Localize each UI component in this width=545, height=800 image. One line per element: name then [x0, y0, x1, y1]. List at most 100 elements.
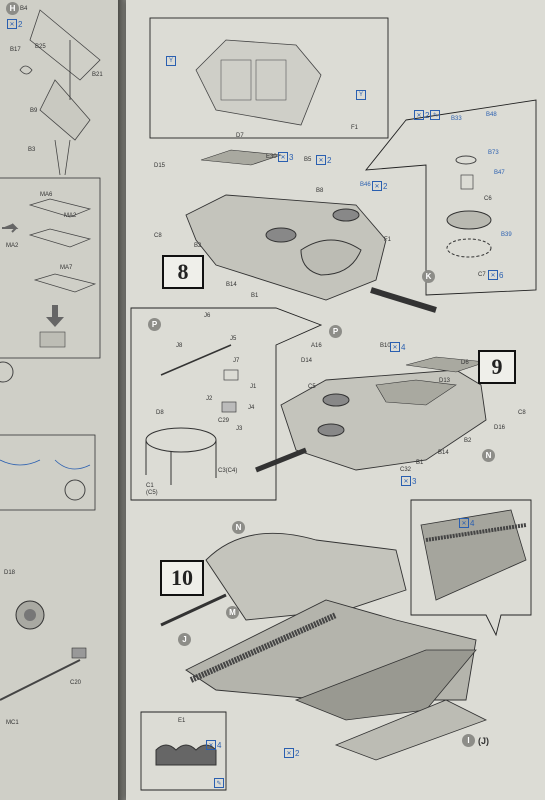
part-label: F1 — [384, 237, 392, 243]
step-9-marker-n: N — [482, 449, 495, 462]
part-label: C7 — [478, 272, 486, 278]
qty-icon: ✕ — [414, 110, 424, 120]
part-label: C6 — [484, 196, 492, 202]
part-label: B10 — [380, 343, 391, 349]
part-label: MC1 — [6, 720, 19, 726]
step-9-marker-p: P — [329, 325, 342, 338]
qty-icon: ✕ — [401, 476, 411, 486]
part-label: MA2 — [64, 213, 77, 219]
c7-qty: ✕6 — [488, 270, 503, 280]
step-8-number: 8 — [162, 255, 204, 289]
detail-p-marker: P — [148, 318, 161, 331]
part-label: B1 — [251, 293, 259, 299]
detail-right-qty: ✕2✎ — [414, 110, 441, 120]
part-label: J7 — [233, 358, 240, 364]
part-label: B8 — [316, 188, 324, 194]
qty-icon: ✕ — [316, 155, 326, 165]
qty-icon: ✕ — [284, 748, 294, 758]
qty-icon: ✕ — [372, 181, 382, 191]
part-label: C29 — [218, 418, 230, 424]
b5-qty: ✕2 — [316, 155, 331, 165]
part-label: J3 — [236, 426, 243, 432]
bottom-qty: ✕2 — [284, 748, 299, 758]
part-label: D14 — [301, 358, 313, 364]
assembly-drawings — [130, 17, 537, 791]
step-k-marker: K — [422, 270, 435, 283]
part-label: D8 — [156, 410, 164, 416]
part-label: B2 — [194, 243, 202, 249]
part-label: B14 — [438, 450, 449, 456]
part-label: C3(C4) — [218, 468, 238, 474]
part-label: MA7 — [60, 265, 73, 271]
part-label: B14 — [226, 282, 237, 288]
part-label: B4 — [20, 6, 28, 12]
part-label: J6 — [204, 313, 211, 319]
right-page: Y Y F1 ✕2✎ B33 B48 B73 B47 C6 B39 C7 ✕6 … — [126, 0, 545, 800]
part-label: B5 — [304, 157, 312, 163]
part-label: B9 — [30, 108, 38, 114]
part-label: C5 — [308, 384, 316, 390]
part-label: D15 — [154, 163, 166, 169]
left-page: H ✕2 B4 B17 B25 B21 B9 B3 MA6 MA2 MA2 MA… — [0, 0, 118, 800]
step-10-marker-m: M — [226, 606, 239, 619]
qty-icon: ✕ — [390, 342, 400, 352]
marker-y-right: Y — [356, 90, 366, 100]
pencil-icon: ✎ — [214, 778, 224, 788]
qty-icon: ✕ — [278, 152, 288, 162]
part-label: D13 — [439, 378, 451, 384]
part-label: D6 — [461, 360, 469, 366]
part-label: D18 — [4, 570, 16, 576]
part-label: J5 — [230, 336, 237, 342]
part-label: A16 — [311, 343, 322, 349]
part-label: C32 — [400, 467, 412, 473]
e1-qty: ✕4 — [206, 740, 221, 750]
part-label: D16 — [494, 425, 506, 431]
part-label: B21 — [92, 72, 103, 78]
part-label: C8 — [154, 233, 162, 239]
part-label: B46 — [360, 182, 371, 188]
left-page-drawings — [0, 9, 101, 701]
part-label: B17 — [10, 47, 21, 53]
step-9-number: 9 — [478, 350, 516, 384]
c32-qty: ✕3 — [401, 476, 416, 486]
part-label: (C5) — [146, 490, 158, 496]
step-10-marker-i: I — [462, 734, 475, 747]
part-label: F1 — [351, 125, 359, 131]
qty-icon: ✕ — [459, 518, 469, 528]
part-label: C20 — [70, 680, 82, 686]
b10-qty: ✕4 — [390, 342, 405, 352]
part-label: B33 — [451, 116, 462, 122]
part-label: J4 — [248, 405, 255, 411]
part-label: B2 — [464, 438, 472, 444]
step-10-marker-n: N — [232, 521, 245, 534]
part-label: C1 — [146, 483, 154, 489]
tracks-qty: ✕4 — [459, 518, 474, 528]
qty-icon: ✕ — [206, 740, 216, 750]
step-10-marker-j-paren: (J) — [478, 736, 489, 746]
part-label: J8 — [176, 343, 183, 349]
part-label: B1 — [416, 460, 424, 466]
e30-qty: ✕3 — [278, 152, 293, 162]
step-h-marker: H — [6, 2, 19, 15]
part-label: J2 — [206, 396, 213, 402]
part-label: E30 — [266, 154, 277, 160]
qty-icon: ✕ — [7, 19, 17, 29]
step-10-number: 10 — [160, 560, 204, 596]
part-label: B3 — [28, 147, 36, 153]
part-label: B47 — [494, 170, 505, 176]
binding-gutter — [118, 0, 126, 800]
part-label: B25 — [35, 44, 46, 50]
b46-qty: ✕2 — [372, 181, 387, 191]
part-label: E1 — [178, 718, 186, 724]
part-label: J1 — [250, 384, 257, 390]
part-label: B48 — [486, 112, 497, 118]
step-h-qty: ✕2 — [7, 19, 22, 29]
marker-y-left: Y — [166, 56, 176, 66]
bottom-detail-pencil: ✎ — [214, 778, 224, 788]
part-label: MA2 — [6, 243, 19, 249]
qty-icon: ✕ — [488, 270, 498, 280]
part-label: B39 — [501, 232, 512, 238]
part-label: D7 — [236, 133, 244, 139]
pencil-icon: ✎ — [430, 110, 441, 120]
part-label: MA6 — [40, 192, 53, 198]
